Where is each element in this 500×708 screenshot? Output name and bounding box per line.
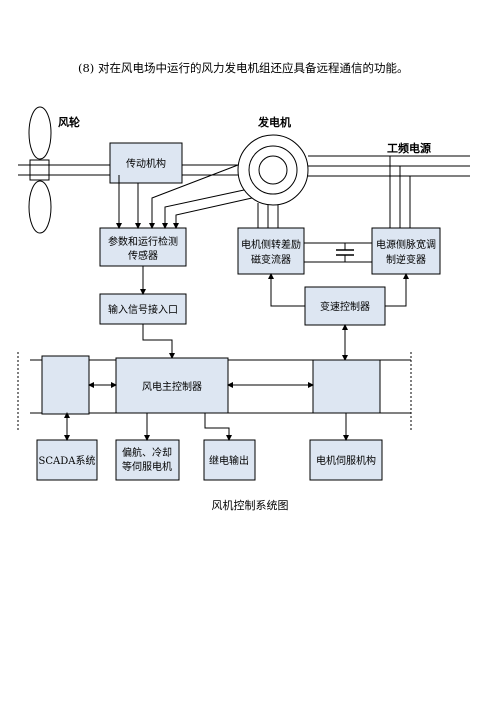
grid-power-label: 工频电源	[387, 141, 431, 155]
sensors-label-line1: 参数和运行检测	[108, 235, 178, 248]
relay-output-label: 继电输出	[209, 454, 249, 467]
blade-bottom-shape	[28, 180, 52, 234]
figure-caption: 风机控制系统图	[211, 499, 289, 512]
transmission-block	[109, 142, 183, 184]
grid-inverter-line2: 制逆变器	[386, 253, 426, 266]
arrow-conv-ctrl-to-rotor	[268, 273, 305, 307]
grid-inverter-block	[371, 227, 441, 275]
converter-controller-label: 变速控制器	[320, 300, 370, 313]
arrow-conv-ctrl-to-grid	[385, 273, 409, 307]
arrow-main-relay	[204, 413, 232, 441]
blade-top-shape	[28, 106, 52, 160]
left-bus-node	[41, 355, 90, 415]
generator-core-shape	[258, 155, 288, 185]
intro-text: (8) 对在风电场中运行的风力发电机组还应具备远程通信的功能。	[78, 61, 409, 75]
sensors-block	[99, 227, 187, 267]
scada-block	[36, 439, 98, 481]
rotor-converter-line2: 磁变流器	[251, 253, 291, 266]
wind-wheel-label: 风轮	[58, 115, 80, 129]
arrow-generator-to-sensors-2	[162, 189, 245, 229]
yaw-cooling-line1: 偏航、冷却	[122, 446, 172, 459]
rotor-converter-line1: 电机侧转差励	[241, 238, 301, 251]
relay-output-block	[203, 439, 256, 481]
motor-servo-label: 电机伺服机构	[316, 454, 376, 467]
motor-servo-block	[309, 439, 383, 481]
scada-label: SCADA系统	[39, 454, 96, 467]
grid-inverter-line1: 电源侧脉宽调	[376, 238, 436, 251]
transmission-label: 传动机构	[126, 157, 166, 170]
arrow-generator-to-sensors-1	[149, 164, 239, 229]
hub-shape	[29, 159, 50, 181]
right-bus-node	[312, 359, 381, 414]
main-controller-block	[115, 357, 229, 414]
yaw-cooling-line2: 等伺服电机	[122, 460, 172, 473]
yaw-cooling-block	[115, 439, 180, 481]
main-controller-label: 风电主控制器	[142, 380, 202, 393]
sensors-label-line2: 传感器	[128, 249, 158, 262]
arrow-generator-to-sensors-3	[173, 197, 253, 229]
rotor-converter-block	[237, 227, 305, 275]
generator-label: 发电机	[257, 115, 291, 129]
arrow-input-to-main	[142, 324, 175, 359]
input-interface-label: 输入信号接入口	[108, 303, 178, 316]
